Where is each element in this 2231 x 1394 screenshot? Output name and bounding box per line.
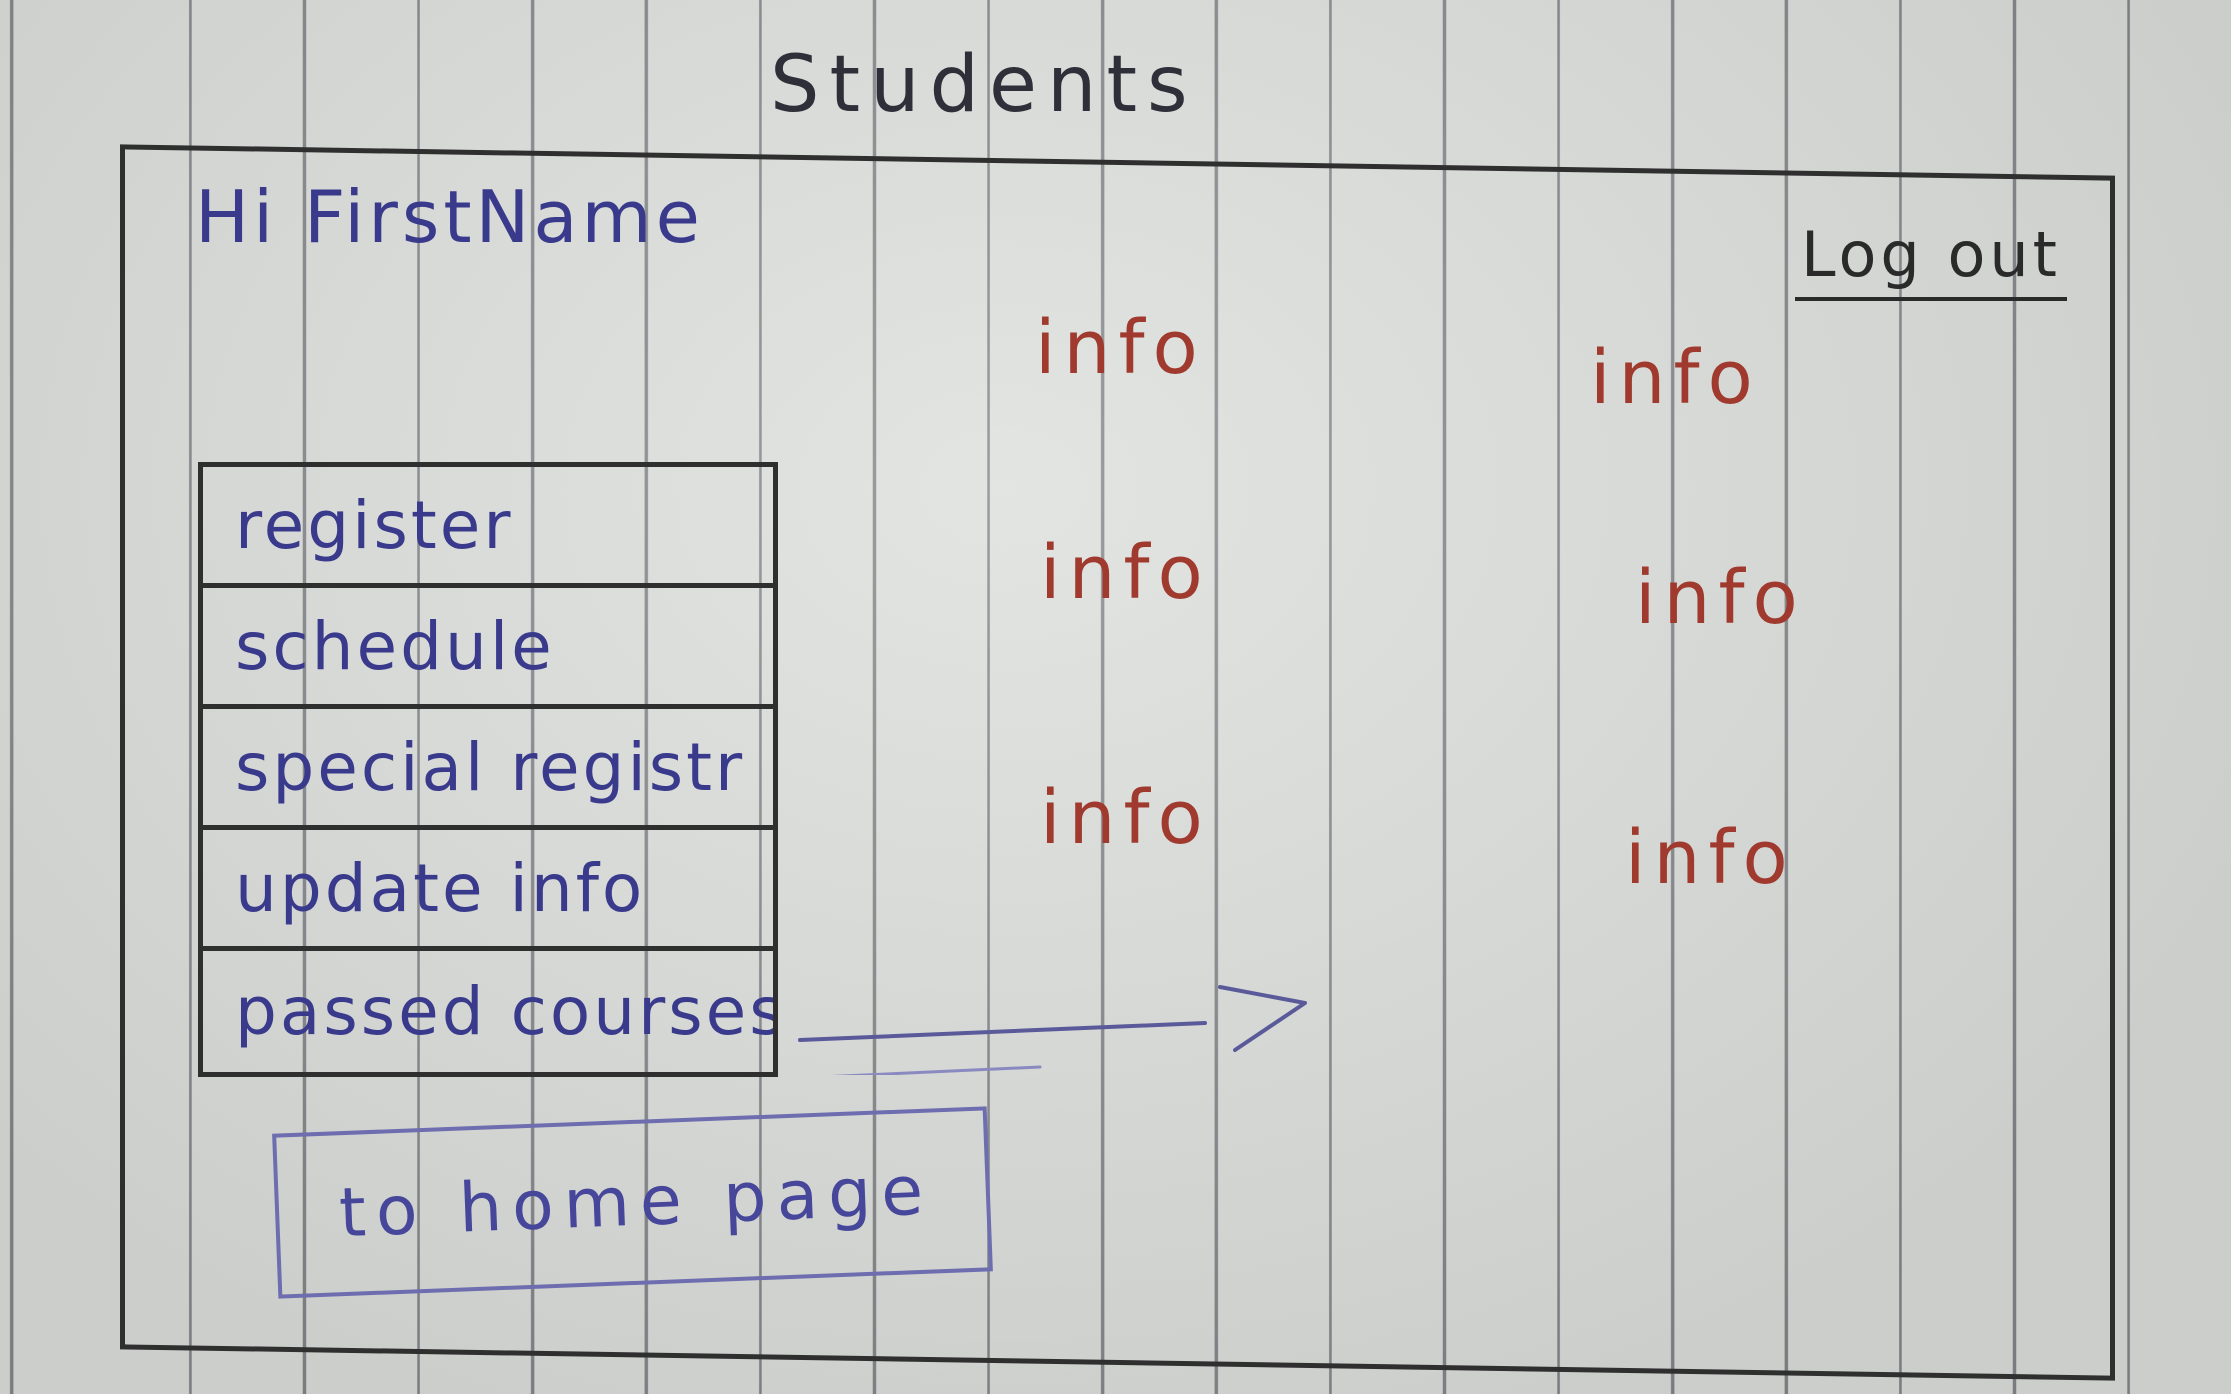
info-cell: info xyxy=(1035,305,1206,391)
to-home-page-button[interactable]: to home page xyxy=(272,1106,993,1299)
menu-item-passed-courses[interactable]: passed courses xyxy=(235,973,773,1050)
right-arrow-icon xyxy=(798,985,1307,1075)
side-menu: register schedule special registr update… xyxy=(198,462,778,1077)
menu-item-special-registration[interactable]: special registr xyxy=(203,709,773,830)
page-title: Students xyxy=(770,40,1198,130)
info-cell: info xyxy=(1040,530,1211,616)
menu-item-register[interactable]: register xyxy=(203,467,773,588)
menu-item-update-info[interactable]: update info xyxy=(203,830,773,951)
info-cell: info xyxy=(1635,555,1806,641)
menu-item-schedule[interactable]: schedule xyxy=(203,588,773,709)
greeting-text: Hi FirstName xyxy=(195,175,704,259)
info-cell: info xyxy=(1040,775,1211,861)
logout-link[interactable]: Log out xyxy=(1795,218,2067,301)
info-cell: info xyxy=(1625,815,1796,901)
info-cell: info xyxy=(1590,335,1761,421)
